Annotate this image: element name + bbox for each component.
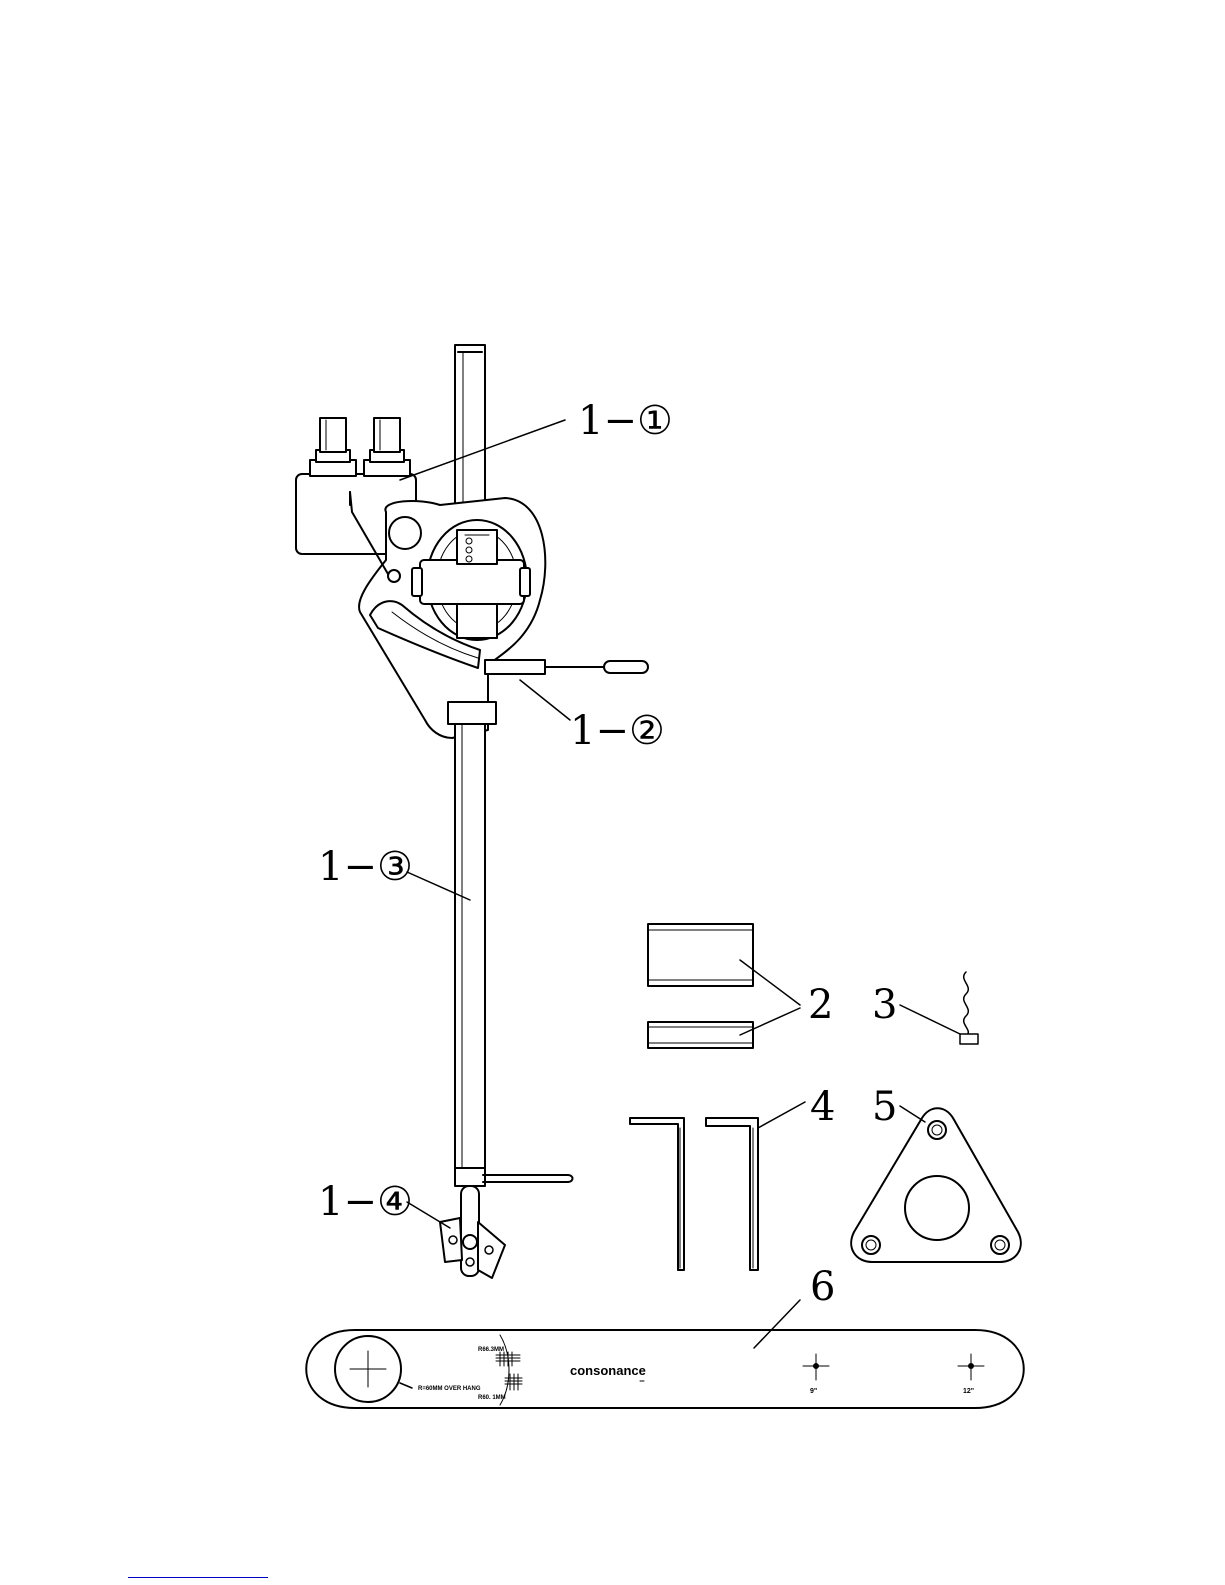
spring-weight [900, 972, 978, 1044]
callout-1-3: 1−③ [318, 844, 413, 890]
callout-4: 4 [810, 1084, 835, 1130]
callout-1-1: 1−① [578, 398, 673, 444]
footer-rule [128, 1577, 268, 1578]
null-point-top-label: R66.3MM [478, 1347, 504, 1353]
callout-5: 5 [872, 1084, 897, 1130]
callout-1-2: 1−② [570, 708, 665, 754]
overhang-label: R=60MM OVER HANG [418, 1386, 481, 1392]
hex-keys [630, 1102, 805, 1270]
spacers [648, 924, 800, 1048]
alignment-protractor [306, 1300, 1024, 1408]
arm-collar [448, 702, 496, 724]
null-point-bottom-label: R60. 1MM [478, 1395, 506, 1401]
callout-2: 2 [808, 982, 833, 1028]
callout-6: 6 [810, 1264, 835, 1310]
callout-3: 3 [872, 982, 897, 1028]
mark-9-inch: 9" [810, 1388, 817, 1395]
mark-12-inch: 12" [963, 1388, 974, 1395]
cue-lever [485, 660, 648, 674]
arm-tube [455, 724, 573, 1186]
brand-logo-text: consonance [570, 1363, 646, 1378]
tonearm-assembly [296, 345, 648, 1278]
callout-1-4: 1−④ [318, 1179, 413, 1225]
headshell [440, 1186, 505, 1278]
